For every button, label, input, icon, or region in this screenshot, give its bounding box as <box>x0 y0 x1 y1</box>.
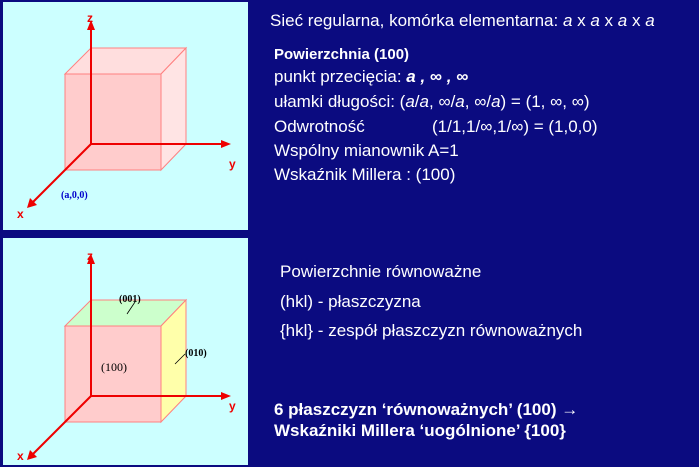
leader-line-001 <box>126 301 136 315</box>
axis-z-arrow <box>87 20 95 30</box>
fractions-part: ) = (1, ∞, ∞) <box>500 92 590 111</box>
denominator-line: Wspólny mianownik A=1 <box>274 141 459 160</box>
header-sep: x <box>572 11 591 30</box>
header-var: a <box>645 11 655 30</box>
leader-line-010 <box>174 353 186 365</box>
section2-line2: (hkl) - płaszczyzna <box>280 292 421 311</box>
fractions-var: a <box>405 92 415 111</box>
section2-line3: {hkl} - zespół płaszczyzn równoważnych <box>280 321 583 340</box>
axis-x-line <box>30 395 92 457</box>
fractions-line: ułamki długości: (a/a, ∞/a, ∞/a) = (1, ∞… <box>274 91 589 112</box>
fractions-var: a <box>455 92 465 111</box>
intercept-value: a , ∞ , ∞ <box>406 67 469 86</box>
miller-line: Wskaźnik Millera : (100) <box>274 165 456 184</box>
reciprocal-value: (1/1,1/∞,1/∞) = (1,0,0) <box>432 117 598 136</box>
diagram-panel-top: z y x (a,0,0) <box>3 2 248 230</box>
fractions-part: / <box>414 92 420 111</box>
intercept-label: punkt przecięcia: <box>274 67 407 86</box>
face-label-001: (001) <box>119 294 141 305</box>
axis-y-label: y <box>229 399 236 413</box>
reciprocal-label: Odwrotność <box>274 117 365 136</box>
cube-diagram-bottom: z y x (001) (010) (100) <box>17 249 236 463</box>
face-label-100: (100) <box>101 360 127 374</box>
header-prefix: Sieć regularna, komórka elementarna: <box>270 11 563 30</box>
section2-line1: Powierzchnie równoważne <box>280 262 482 281</box>
section1-title: Powierzchnia (100) <box>274 46 410 63</box>
intercept-line: punkt przecięcia: a , ∞ , ∞ <box>274 66 468 87</box>
fractions-part: ułamki długości: ( <box>274 92 406 111</box>
diagram-panel-bottom: z y x (001) (010) (100) <box>3 238 248 465</box>
fractions-var: a <box>419 92 429 111</box>
cube-diagram-top: z y x (a,0,0) <box>17 11 236 221</box>
axis-y-arrow <box>221 392 231 400</box>
face-label-010: (010) <box>185 348 207 359</box>
fractions-var: a <box>491 92 501 111</box>
header-var: a <box>562 11 573 30</box>
section3-line1: 6 płaszczyzn ‘równoważnych’ (100) → <box>274 400 579 419</box>
header-var: a <box>590 11 600 30</box>
axis-y-arrow <box>221 140 231 148</box>
section3-line2: Wskaźniki Millera ‘uogólnione’ {100} <box>274 421 566 440</box>
axis-x-arrow <box>27 198 37 208</box>
axis-z-label: z <box>87 11 93 25</box>
axis-x-label: x <box>17 207 24 221</box>
header-sep: x <box>599 11 618 30</box>
axis-z-label: z <box>87 249 93 263</box>
axis-z-arrow <box>87 254 95 264</box>
axis-x-arrow <box>27 450 37 460</box>
point-label: (a,0,0) <box>61 190 88 201</box>
header-sep: x <box>627 11 646 30</box>
reciprocal-line: Odwrotność <box>274 116 365 137</box>
axis-y-label: y <box>229 157 236 171</box>
header-var: a <box>617 11 628 30</box>
header-line: Sieć regularna, komórka elementarna: a x… <box>270 10 655 31</box>
axis-x-line <box>30 143 92 205</box>
fractions-part: , ∞/ <box>429 92 456 111</box>
fractions-part: , ∞/ <box>464 92 492 111</box>
axis-x-label: x <box>17 449 24 463</box>
